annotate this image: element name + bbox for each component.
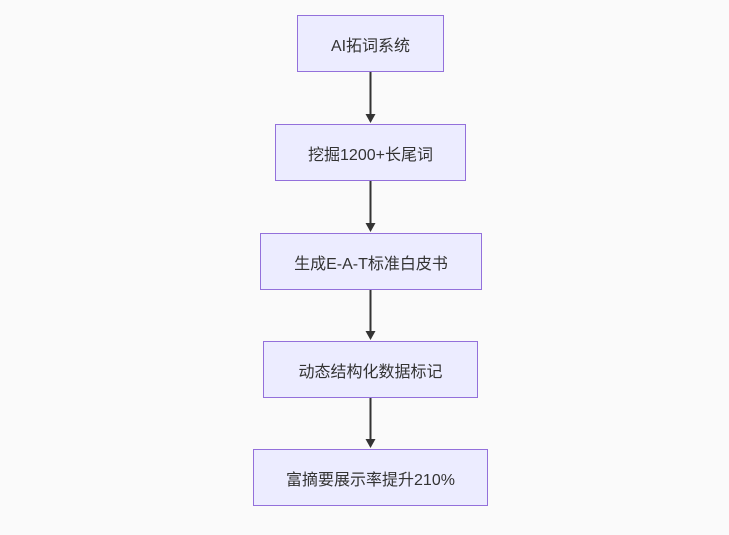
flow-node-structured-data-markup: 动态结构化数据标记 bbox=[263, 341, 478, 398]
flow-node-label: 动态结构化数据标记 bbox=[298, 363, 443, 381]
flow-node-label: 富摘要展示率提升210% bbox=[286, 471, 455, 489]
flow-node-label: 挖掘1200+长尾词 bbox=[308, 146, 433, 164]
flow-node-ai-keyword-system: AI拓词系统 bbox=[297, 15, 444, 72]
edge-arrow-step4-step5 bbox=[365, 398, 376, 448]
edge-arrow-step2-step3 bbox=[365, 181, 376, 232]
flow-node-eat-whitepaper: 生成E-A-T标准白皮书 bbox=[260, 233, 482, 290]
flow-node-longtail-mining: 挖掘1200+长尾词 bbox=[275, 124, 466, 181]
edge-arrow-step3-step4 bbox=[365, 290, 376, 340]
flow-node-label: 生成E-A-T标准白皮书 bbox=[294, 255, 448, 273]
edge-arrow-step1-step2 bbox=[365, 72, 376, 123]
flow-node-label: AI拓词系统 bbox=[330, 37, 411, 55]
flow-node-rich-snippet-result: 富摘要展示率提升210% bbox=[253, 449, 488, 506]
